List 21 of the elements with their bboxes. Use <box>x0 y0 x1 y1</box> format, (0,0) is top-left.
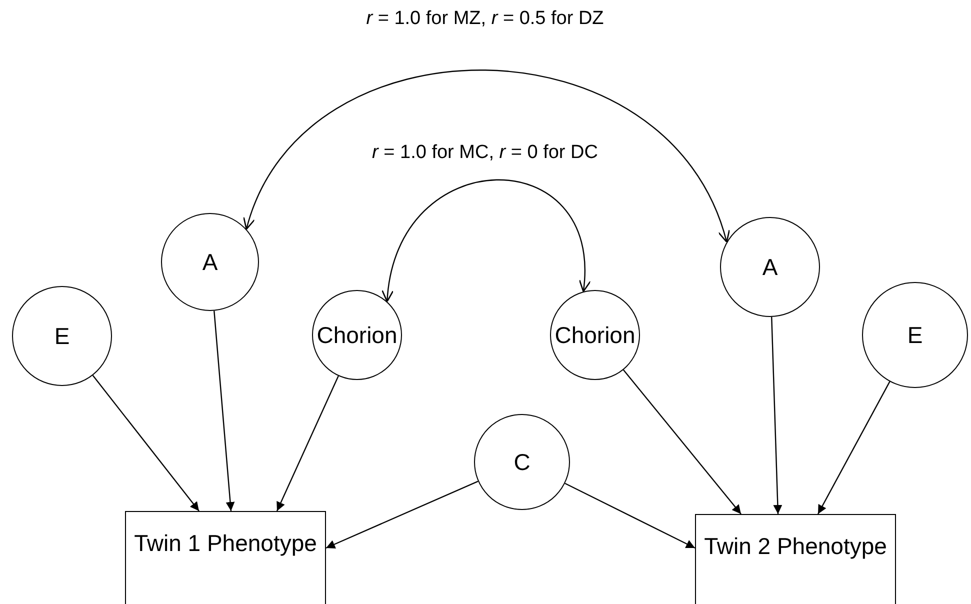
path-arrow <box>276 376 339 512</box>
path-arrow <box>564 482 696 549</box>
node-label: C <box>514 448 530 477</box>
path-arrow <box>326 480 478 549</box>
node-label: E <box>54 322 70 351</box>
phenotype-box <box>695 514 896 604</box>
node-label: Twin 2 Phenotype <box>704 532 887 561</box>
node-label: Twin 1 Phenotype <box>134 529 317 558</box>
phenotype-box <box>125 511 326 604</box>
path-arrow <box>622 370 742 514</box>
curved-double-arrow <box>382 179 590 302</box>
node-label: E <box>907 321 923 350</box>
path-arrow <box>214 310 235 512</box>
path-arrow <box>92 375 200 512</box>
path-arrow <box>817 381 890 514</box>
node-label: Chorion <box>554 321 636 350</box>
node-label: A <box>762 253 778 282</box>
curved-double-arrow <box>244 70 728 243</box>
node-label: A <box>202 248 218 277</box>
path-arrow <box>771 316 782 514</box>
node-label: Chorion <box>316 321 398 350</box>
